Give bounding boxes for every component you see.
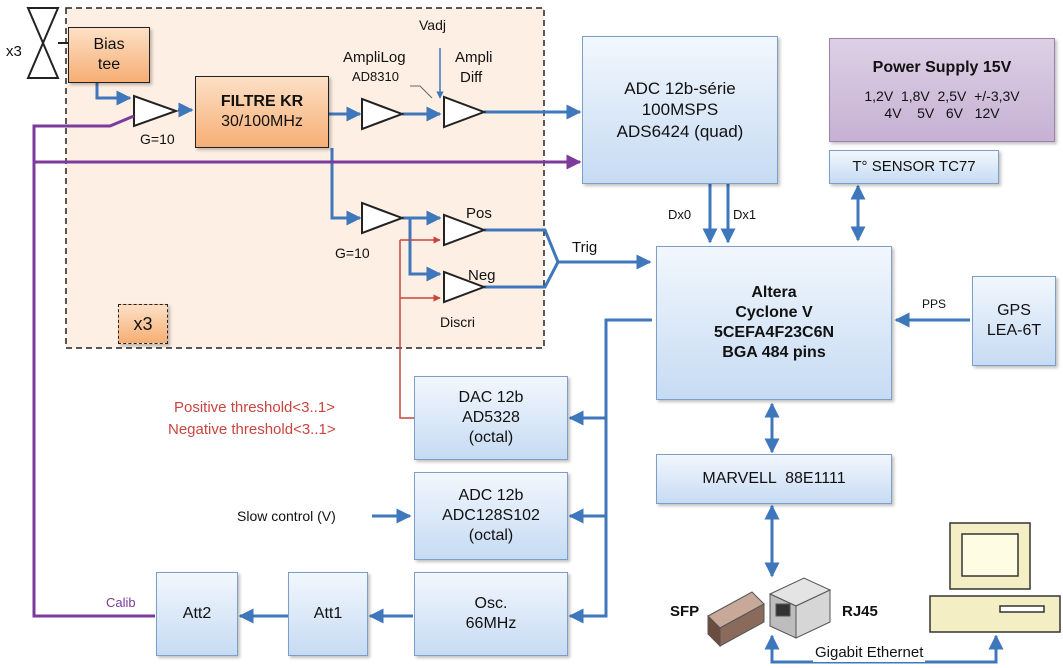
gps-box: GPS LEA-6T — [972, 276, 1056, 366]
ampli-label: Ampli — [455, 49, 493, 66]
filter-line1: FILTRE KR — [220, 93, 304, 110]
dac-line3: (octal) — [468, 429, 514, 446]
bias-tee-line2: tee — [97, 56, 121, 73]
amp2-gain-label: G=10 — [335, 245, 370, 261]
gigabit-ethernet-label: Gigabit Ethernet — [813, 644, 926, 662]
marvell-box: MARVELL 88E1111 — [656, 454, 892, 504]
filter-line2: 30/100MHz — [221, 113, 303, 130]
pos-comparator-icon — [443, 213, 487, 247]
discri-label: Discri — [440, 314, 475, 330]
gps-line2: LEA-6T — [986, 322, 1042, 339]
fpga-line2: Cyclone V — [735, 304, 813, 321]
power-supply-title: Power Supply 15V — [872, 58, 1012, 76]
fpga-line4: BGA 484 pins — [722, 344, 826, 361]
filter-box: FILTRE KR 30/100MHz — [195, 76, 329, 148]
adc-slow-line3: (octal) — [468, 527, 514, 544]
gps-line1: GPS — [997, 302, 1031, 319]
fpga-box: Altera Cyclone V 5CEFA4F23C6N BGA 484 pi… — [656, 246, 892, 400]
wire-gigabit — [764, 634, 1004, 664]
wire-neg-fpga — [484, 261, 560, 289]
pos-label: Pos — [466, 205, 492, 222]
bias-tee-line1: Bias — [93, 36, 125, 53]
antenna-icon — [26, 7, 72, 79]
sfp-label: SFP — [670, 603, 700, 620]
power-supply-box: Power Supply 15V 1,2V 1,8V 2,5V +/-3,3V … — [829, 38, 1055, 142]
positive-threshold-label: Positive threshold<3..1> — [174, 399, 335, 416]
wire-ad8310 — [410, 85, 433, 99]
wire-amp2-neg — [408, 218, 442, 282]
x3-antenna-label: x3 — [6, 43, 22, 60]
adc-main-line3: ADS6424 (quad) — [616, 121, 744, 141]
dac-line2: AD5328 — [462, 409, 520, 426]
calib-label: Calib — [106, 595, 136, 610]
ad8310-label: AD8310 — [352, 69, 399, 84]
osc-line2: 66MHz — [465, 615, 517, 632]
adc-main-line1: ADC 12b-série — [624, 79, 736, 99]
osc-line1: Osc. — [474, 595, 508, 612]
ampli-diff-triangle-icon — [443, 95, 487, 129]
marvell-label: MARVELL 88E1111 — [702, 470, 846, 487]
power-supply-row2: 4V 5V 6V 12V — [884, 105, 1000, 121]
rj45-label: RJ45 — [842, 603, 878, 620]
wire-calib-amp1 — [32, 114, 155, 618]
vadj-label: Vadj — [419, 17, 446, 33]
osc-box: Osc. 66MHz — [414, 572, 568, 656]
adc-slow-box: ADC 12b ADC128S102 (octal) — [414, 472, 568, 560]
amplifier-icons — [133, 94, 487, 304]
pps-label: PPS — [922, 297, 947, 311]
wire-fpga-bus — [568, 318, 652, 624]
diff-label: Diff — [460, 69, 483, 86]
amplilog-label: AmpliLog — [343, 49, 406, 66]
computer-icon — [929, 522, 1061, 633]
neg-label: Neg — [468, 267, 496, 284]
wire-threshold — [399, 240, 414, 419]
att2-label: Att2 — [182, 605, 212, 622]
amp1-triangle-icon — [133, 94, 179, 128]
trig-label: Trig — [572, 239, 598, 256]
temp-sensor-box: T° SENSOR TC77 — [829, 150, 999, 184]
fpga-line1: Altera — [751, 284, 797, 301]
sfp-module-icon — [707, 591, 765, 648]
adc-slow-line1: ADC 12b — [458, 487, 524, 504]
wire-biastee-amp1 — [95, 82, 132, 106]
adc-main-box: ADC 12b-série 100MSPS ADS6424 (quad) — [582, 36, 778, 184]
slow-control-label: Slow control (V) — [237, 508, 336, 524]
dac-line1: DAC 12b — [458, 389, 524, 406]
rj45-module-icon — [768, 577, 832, 639]
adc-slow-line2: ADC128S102 — [442, 507, 540, 524]
x3-box-label: x3 — [133, 313, 153, 334]
dx0-label: Dx0 — [668, 207, 692, 222]
bias-tee-box: Bias tee — [68, 27, 150, 83]
dac-box: DAC 12b AD5328 (octal) — [414, 376, 568, 460]
wire-filter-amp2 — [330, 148, 362, 226]
power-supply-row1: 1,2V 1,8V 2,5V +/-3,3V — [864, 87, 1020, 104]
adc-main-line2: 100MSPS — [641, 100, 719, 120]
att2-box: Att2 — [156, 572, 238, 656]
amplilog-triangle-icon — [361, 97, 405, 131]
x3-box: x3 — [118, 304, 168, 344]
negative-threshold-label: Negative threshold<3..1> — [168, 421, 336, 438]
dx1-label: Dx1 — [733, 207, 757, 222]
temp-sensor-label: T° SENSOR TC77 — [852, 157, 976, 175]
att1-box: Att1 — [288, 572, 368, 656]
att1-label: Att1 — [313, 605, 343, 622]
amp2-triangle-icon — [361, 201, 405, 235]
fpga-line3: 5CEFA4F23C6N — [713, 324, 835, 341]
neg-comparator-icon — [443, 270, 487, 304]
wire-pos-fpga — [484, 228, 652, 270]
amp1-gain-label: G=10 — [140, 131, 175, 147]
